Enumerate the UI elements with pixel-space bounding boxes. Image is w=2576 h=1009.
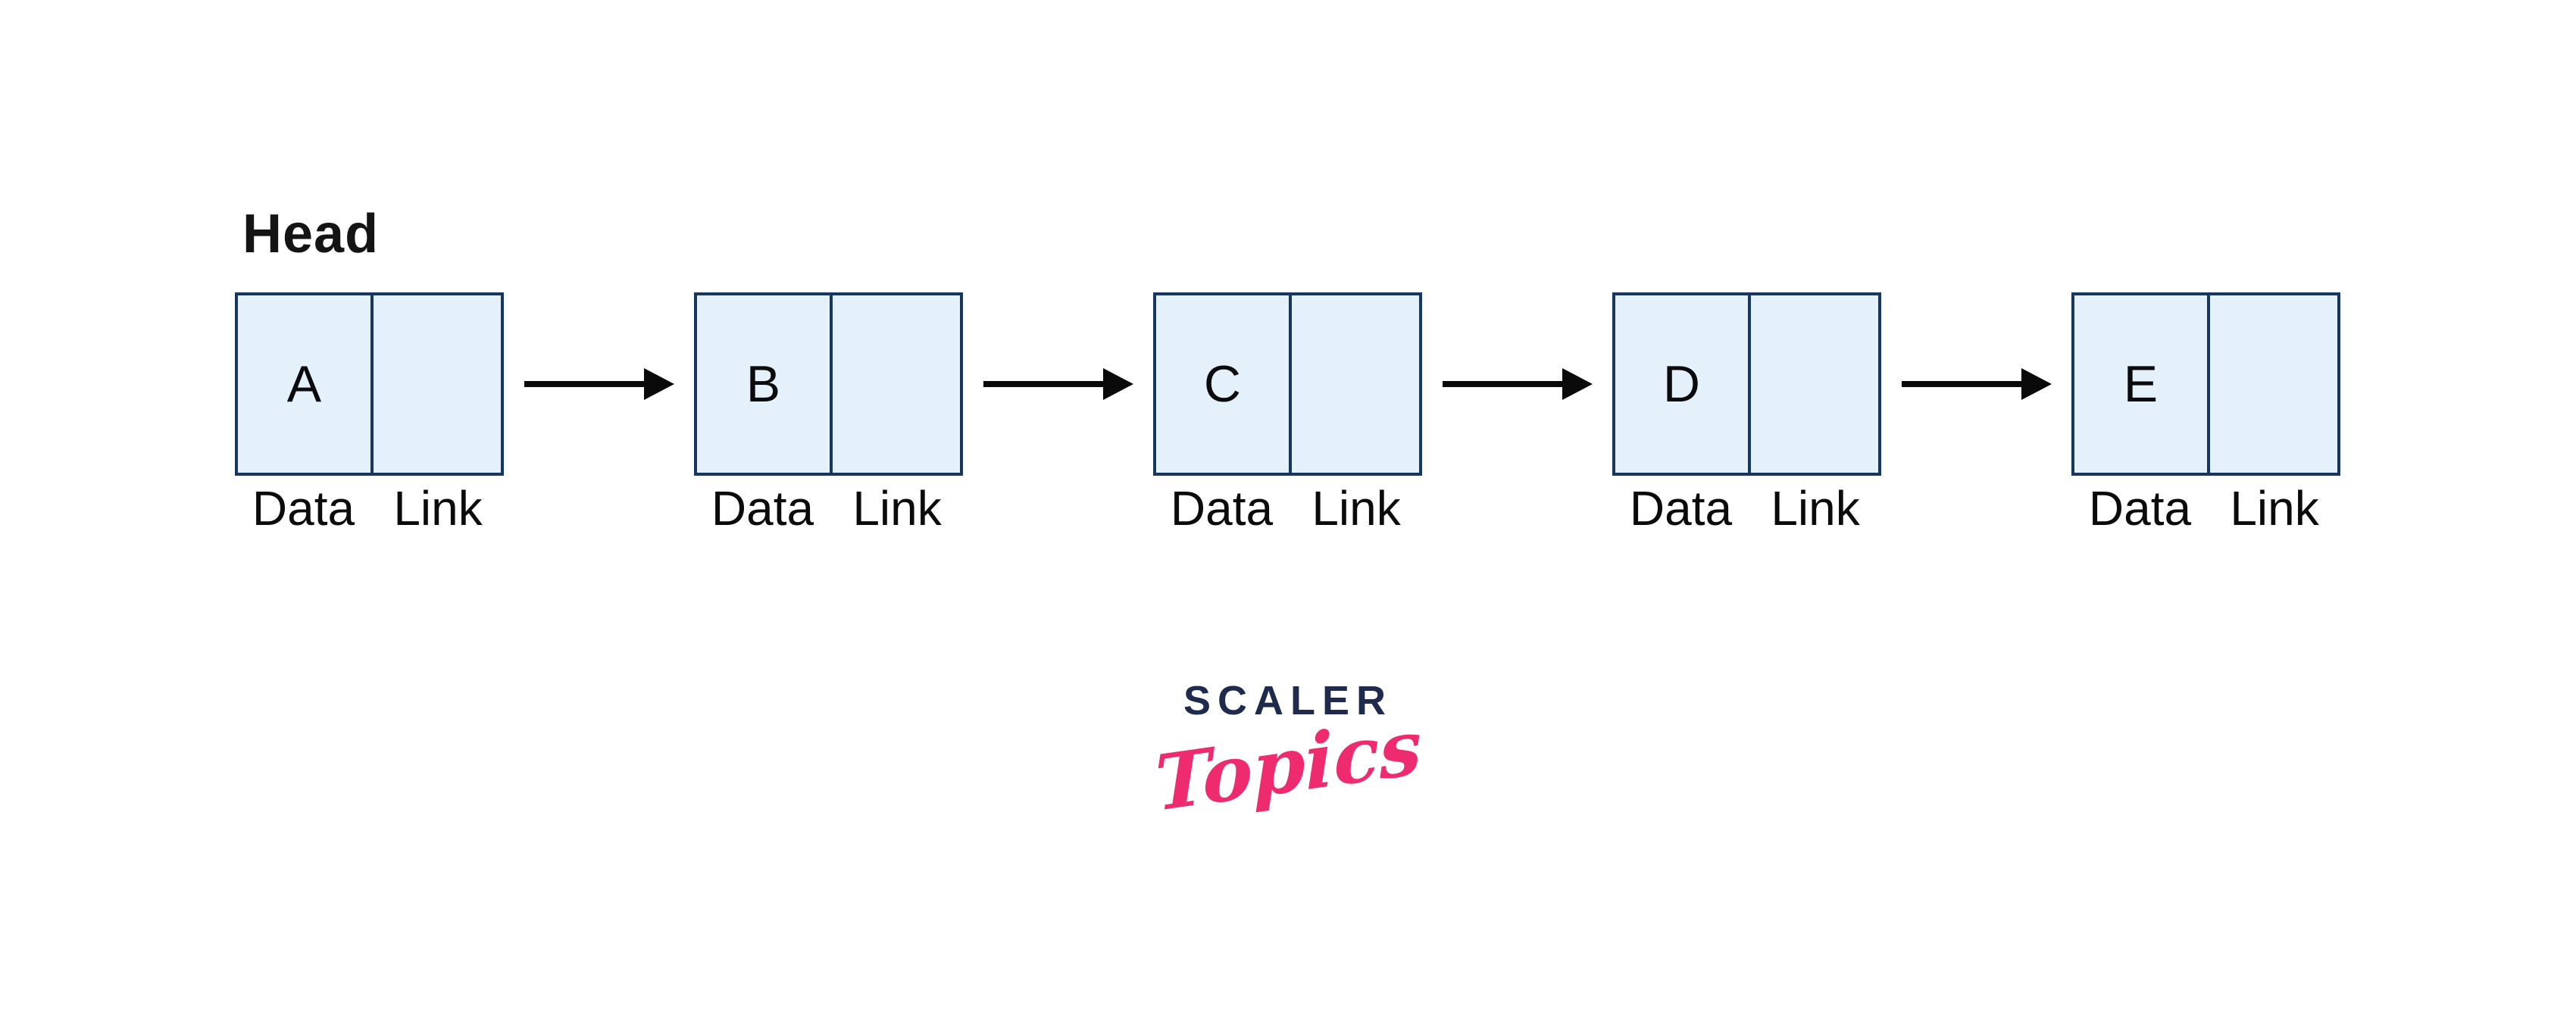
node-cell-labels: Data Link bbox=[1612, 480, 1881, 536]
arrow-shaft bbox=[524, 381, 644, 387]
node-box-a: A bbox=[235, 292, 504, 476]
node-link-cell bbox=[1751, 295, 1878, 473]
head-pointer-label: Head bbox=[242, 204, 380, 264]
link-label: Link bbox=[1771, 481, 1860, 536]
node-cell-labels: Data Link bbox=[1153, 480, 1422, 536]
node-box-e: E bbox=[2071, 292, 2340, 476]
node-cell-labels: Data Link bbox=[2071, 480, 2340, 536]
arrow-head bbox=[1103, 368, 1133, 400]
arrow-shaft bbox=[1443, 381, 1562, 387]
next-pointer-arrow-icon bbox=[983, 368, 1133, 400]
arrow-head bbox=[2021, 368, 2052, 400]
node-link-cell bbox=[2210, 295, 2337, 473]
node-box-d: D bbox=[1612, 292, 1881, 476]
data-label: Data bbox=[2088, 481, 2192, 536]
data-label: Data bbox=[711, 481, 814, 536]
node-data-cell: B bbox=[697, 295, 833, 473]
scaler-topics-logo: SCALER Topics bbox=[0, 678, 2576, 829]
node-cell-labels: Data Link bbox=[694, 480, 963, 536]
data-label: Data bbox=[1629, 481, 1733, 536]
node-link-cell bbox=[1292, 295, 1419, 473]
node-data-cell: A bbox=[238, 295, 374, 473]
node-link-cell bbox=[833, 295, 960, 473]
link-label: Link bbox=[393, 481, 483, 536]
link-label: Link bbox=[2230, 481, 2319, 536]
logo-brand-text: SCALER bbox=[1183, 678, 1393, 723]
data-label: Data bbox=[1170, 481, 1274, 536]
data-label: Data bbox=[252, 481, 355, 536]
logo-sub-text: Topics bbox=[1153, 701, 1423, 829]
node-box-c: C bbox=[1153, 292, 1422, 476]
link-label: Link bbox=[852, 481, 942, 536]
next-pointer-arrow-icon bbox=[1902, 368, 2052, 400]
node-link-cell bbox=[374, 295, 501, 473]
node-data-cell: E bbox=[2074, 295, 2210, 473]
next-pointer-arrow-icon bbox=[524, 368, 674, 400]
node-box-b: B bbox=[694, 292, 963, 476]
arrow-shaft bbox=[1902, 381, 2021, 387]
node-cell-labels: Data Link bbox=[235, 480, 504, 536]
arrow-head bbox=[644, 368, 674, 400]
arrow-shaft bbox=[983, 381, 1103, 387]
link-label: Link bbox=[1311, 481, 1401, 536]
arrow-head bbox=[1562, 368, 1593, 400]
node-data-cell: C bbox=[1156, 295, 1292, 473]
node-data-cell: D bbox=[1615, 295, 1751, 473]
next-pointer-arrow-icon bbox=[1443, 368, 1593, 400]
